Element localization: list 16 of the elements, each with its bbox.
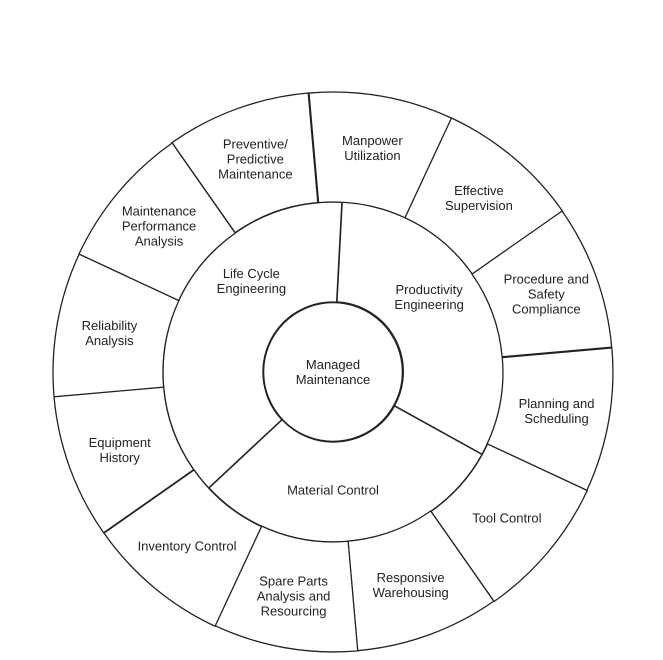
segment-label: Tool Control: [471, 510, 543, 526]
segment-label: Effective Supervision: [444, 183, 514, 214]
segment-label: Maintenance Performance Analysis: [120, 204, 198, 249]
segment-label: Procedure and Safety Compliance: [502, 272, 590, 317]
segment-label: Material Control: [286, 482, 380, 498]
segment-label: Planning and Scheduling: [518, 396, 596, 426]
segment-label: Reliability Analysis: [80, 318, 138, 348]
segment-label: Manpower Utilization: [341, 133, 404, 164]
segment-label: Life Cycle Engineering: [216, 266, 288, 296]
segment-label: Managed Maintenance: [294, 357, 372, 387]
segment-label: Productivity Engineering: [393, 282, 465, 312]
segment-label: Responsive Warehousing: [372, 570, 450, 600]
segment-label: Inventory Control: [136, 538, 238, 554]
segment-label: Spare Parts Analysis and Resourcing: [256, 573, 332, 618]
segment-label: Preventive/ Predictive Maintenance: [217, 136, 294, 182]
segment-label: Equipment History: [88, 434, 152, 465]
